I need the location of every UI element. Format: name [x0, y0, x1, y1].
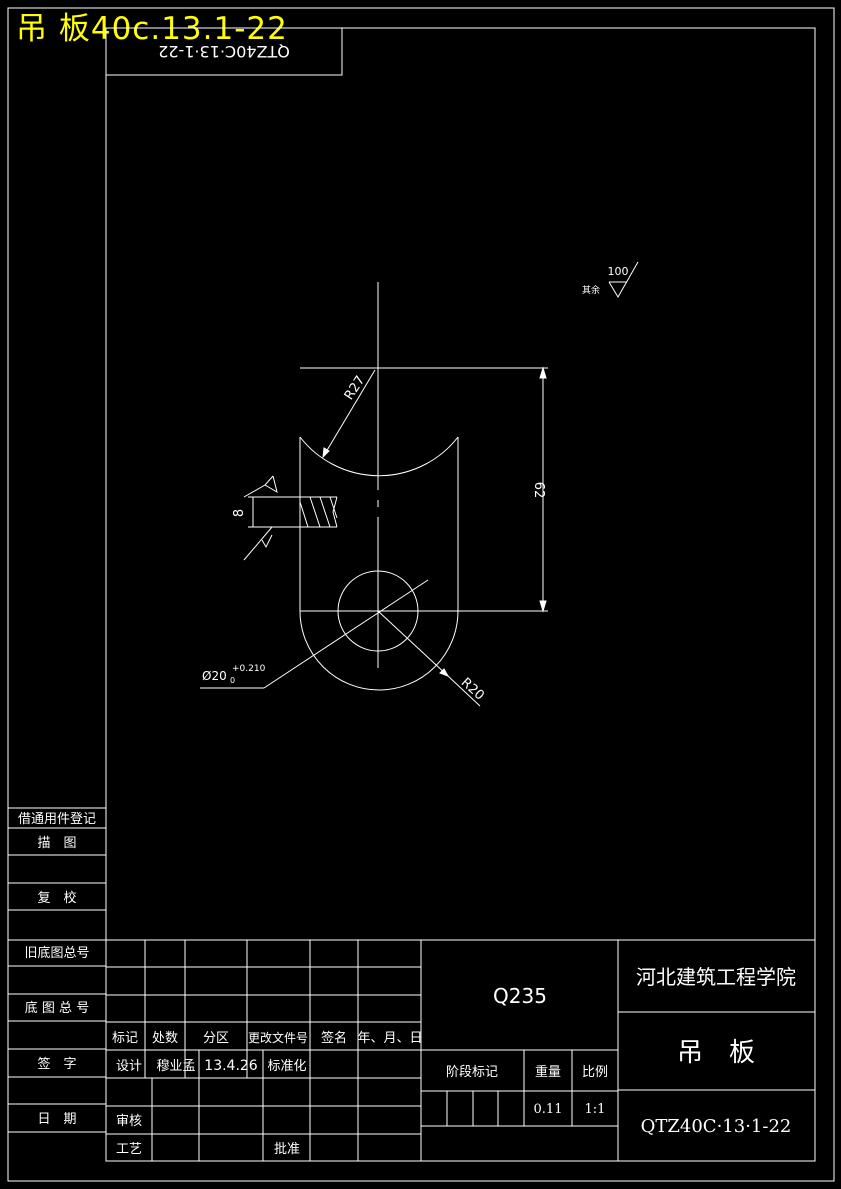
- header-cell: 分区: [203, 1031, 229, 1046]
- drawing-number: QTZ40C·13·1-22: [641, 1116, 792, 1137]
- standard-label: 标准化: [267, 1059, 306, 1074]
- dim-diameter: Ø20: [202, 669, 227, 683]
- title-block-frame: [106, 939, 815, 1161]
- left-strip-labels: 借通用件登记 描 图 复 校 旧底图总号 底 图 总 号 签 字 日 期: [18, 812, 96, 1127]
- weight-value: 0.11: [534, 1102, 563, 1117]
- part-outline: [200, 282, 548, 707]
- stage-mark-label: 阶段标记: [446, 1065, 498, 1080]
- header-cell: 签名: [321, 1030, 347, 1046]
- designer-name: 穆业孟: [156, 1059, 195, 1074]
- header-cell: 标记: [112, 1031, 138, 1046]
- left-label: 底 图 总 号: [25, 1000, 89, 1016]
- left-label: 旧底图总号: [24, 945, 89, 961]
- review-label: 审核: [116, 1114, 142, 1129]
- dim-62: 62: [531, 482, 546, 499]
- weight-label: 重量: [535, 1064, 561, 1080]
- dim-r20: R20: [458, 675, 487, 703]
- left-label: 描 图: [37, 836, 76, 851]
- roughness-note: 其余: [582, 284, 600, 296]
- left-label: 复 校: [37, 890, 76, 906]
- roughness-value: 100: [608, 265, 629, 278]
- dim-8: 8: [232, 509, 247, 517]
- mirrored-code: QTZ40C·13·1-22: [158, 42, 290, 61]
- left-label: 日 期: [37, 1112, 76, 1127]
- part-name: 吊 板: [677, 1038, 755, 1068]
- material-text: Q235: [493, 984, 547, 1008]
- process-label: 工艺: [116, 1142, 142, 1157]
- left-label: 签 字: [37, 1056, 76, 1072]
- dim-diameter-lower: 0: [230, 676, 235, 685]
- approve-label: 批准: [274, 1142, 300, 1157]
- title-block-text: 标记 处数 分区 更改文件号 签名 年、月、日 设计 穆业孟 13.4.26 标…: [112, 965, 796, 1157]
- left-strip-frame: [8, 807, 106, 1133]
- dimension-texts: R27 62 8 R20 Ø20 +0.210 0: [202, 373, 546, 703]
- scale-value: 1:1: [585, 1102, 606, 1117]
- header-cell: 处数: [152, 1031, 178, 1046]
- scale-label: 比例: [582, 1065, 608, 1080]
- header-cell: 年、月、日: [357, 1031, 422, 1046]
- dim-diameter-upper: +0.210: [232, 664, 266, 674]
- overlay-title: 吊 板40c.13.1-22: [16, 11, 288, 47]
- sheet-border: [7, 7, 835, 1182]
- header-cell: 更改文件号: [248, 1030, 308, 1045]
- design-date: 13.4.26: [204, 1058, 258, 1074]
- roughness-symbol: [608, 261, 639, 298]
- svg-text:QTZ40C·13·1-22: QTZ40C·13·1-22: [158, 42, 290, 61]
- school-name: 河北建筑工程学院: [636, 965, 796, 989]
- design-label: 设计: [116, 1059, 142, 1074]
- left-label: 借通用件登记: [18, 812, 96, 827]
